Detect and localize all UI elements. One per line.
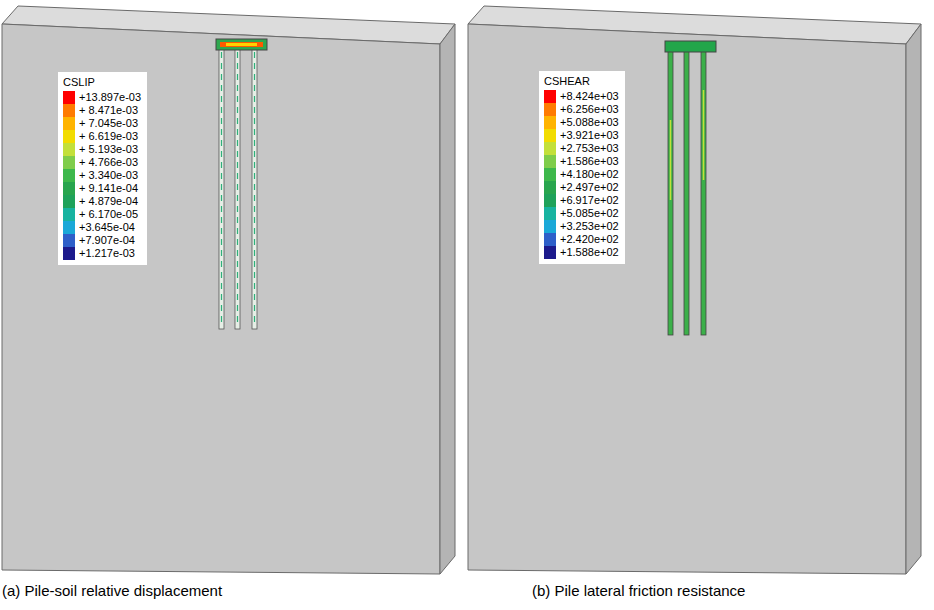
legend-swatch: [544, 155, 556, 168]
legend-row: +1.588e+02: [544, 246, 619, 259]
legend-value: +5.088e+03: [560, 116, 619, 129]
legend-swatch: [63, 143, 75, 156]
legend-swatch: [63, 156, 75, 169]
legend-value: +2.497e+02: [560, 181, 619, 194]
legend-row: +3.921e+03: [544, 129, 619, 142]
legend-row: +7.907e-04: [63, 234, 141, 247]
legend-row: +13.897e-03: [63, 91, 141, 104]
panel-caption: (b) Pile lateral friction resistance: [532, 582, 745, 600]
legend-row: +2.420e+02: [544, 233, 619, 246]
legend-row: +1.586e+03: [544, 155, 619, 168]
legend-row: + 6.619e-03: [63, 130, 141, 143]
legend-row: +1.217e-03: [63, 247, 141, 260]
legend-box: CSLIP+13.897e-03+ 8.471e-03+ 7.045e-03+ …: [58, 72, 147, 265]
legend-value: + 6.170e-05: [79, 208, 138, 221]
legend-value: + 7.045e-03: [79, 117, 138, 130]
panel-caption: (a) Pile-soil relative displacement: [2, 582, 222, 600]
legend-value: +6.917e+02: [560, 194, 619, 207]
legend-swatch: [544, 194, 556, 207]
legend-heading: CSLIP: [63, 76, 141, 89]
legend-swatch: [63, 195, 75, 208]
pile-group: [216, 39, 267, 329]
legend-value: +13.897e-03: [79, 91, 141, 104]
legend-row: + 5.193e-03: [63, 143, 141, 156]
legend-swatch: [63, 104, 75, 117]
legend-swatch: [544, 233, 556, 246]
legend-value: +6.256e+03: [560, 103, 619, 116]
legend-swatch: [63, 221, 75, 234]
legend-row: +3.253e+02: [544, 220, 619, 233]
legend-heading: CSHEAR: [544, 75, 619, 88]
legend-row: +5.088e+03: [544, 116, 619, 129]
legend-swatch: [544, 220, 556, 233]
legend-value: + 3.340e-03: [79, 169, 138, 182]
soil-block: [2, 6, 455, 574]
legend-swatch: [544, 129, 556, 142]
legend-swatch: [544, 116, 556, 129]
legend-row: +2.753e+03: [544, 142, 619, 155]
legend-swatch: [544, 181, 556, 194]
legend-row: + 6.170e-05: [63, 208, 141, 221]
legend-swatch: [63, 234, 75, 247]
legend-row: + 3.340e-03: [63, 169, 141, 182]
legend-row: + 4.766e-03: [63, 156, 141, 169]
legend-swatch: [63, 130, 75, 143]
legend-value: + 4.766e-03: [79, 156, 138, 169]
legend-row: +3.645e-04: [63, 221, 141, 234]
legend-value: + 9.141e-04: [79, 182, 138, 195]
legend-row: +2.497e+02: [544, 181, 619, 194]
legend-swatch: [63, 182, 75, 195]
legend-row: + 4.879e-04: [63, 195, 141, 208]
legend-value: + 6.619e-03: [79, 130, 138, 143]
legend-swatch: [63, 91, 75, 104]
legend-row: +6.917e+02: [544, 194, 619, 207]
legend-row: + 7.045e-03: [63, 117, 141, 130]
legend-value: +8.424e+03: [560, 90, 619, 103]
legend-value: + 8.471e-03: [79, 104, 138, 117]
legend-value: +3.921e+03: [560, 129, 619, 142]
legend-row: +8.424e+03: [544, 90, 619, 103]
legend-swatch: [544, 207, 556, 220]
legend-value: +5.085e+02: [560, 207, 619, 220]
legend-row: + 8.471e-03: [63, 104, 141, 117]
legend-value: +2.420e+02: [560, 233, 619, 246]
legend-swatch: [63, 208, 75, 221]
legend-value: +3.645e-04: [79, 221, 135, 234]
legend-swatch: [63, 117, 75, 130]
legend-swatch: [63, 169, 75, 182]
legend-row: +4.180e+02: [544, 168, 619, 181]
legend-swatch: [544, 168, 556, 181]
legend-value: +1.588e+02: [560, 246, 619, 259]
legend-swatch: [63, 247, 75, 260]
soil-block: [468, 6, 921, 574]
legend-box: CSHEAR +8.424e+03+6.256e+03+5.088e+03+3.9…: [539, 71, 625, 264]
legend-swatch: [544, 246, 556, 259]
pile-group: [665, 41, 716, 335]
legend-value: +4.180e+02: [560, 168, 619, 181]
legend-value: +7.907e-04: [79, 234, 135, 247]
legend-value: + 4.879e-04: [79, 195, 138, 208]
legend-value: + 5.193e-03: [79, 143, 138, 156]
legend-swatch: [544, 142, 556, 155]
legend-swatch: [544, 103, 556, 116]
legend-value: +1.586e+03: [560, 155, 619, 168]
legend-row: + 9.141e-04: [63, 182, 141, 195]
legend-swatch: [544, 90, 556, 103]
legend-value: +3.253e+02: [560, 220, 619, 233]
legend-value: +2.753e+03: [560, 142, 619, 155]
legend-value: +1.217e-03: [79, 247, 135, 260]
legend-row: +5.085e+02: [544, 207, 619, 220]
legend-row: +6.256e+03: [544, 103, 619, 116]
